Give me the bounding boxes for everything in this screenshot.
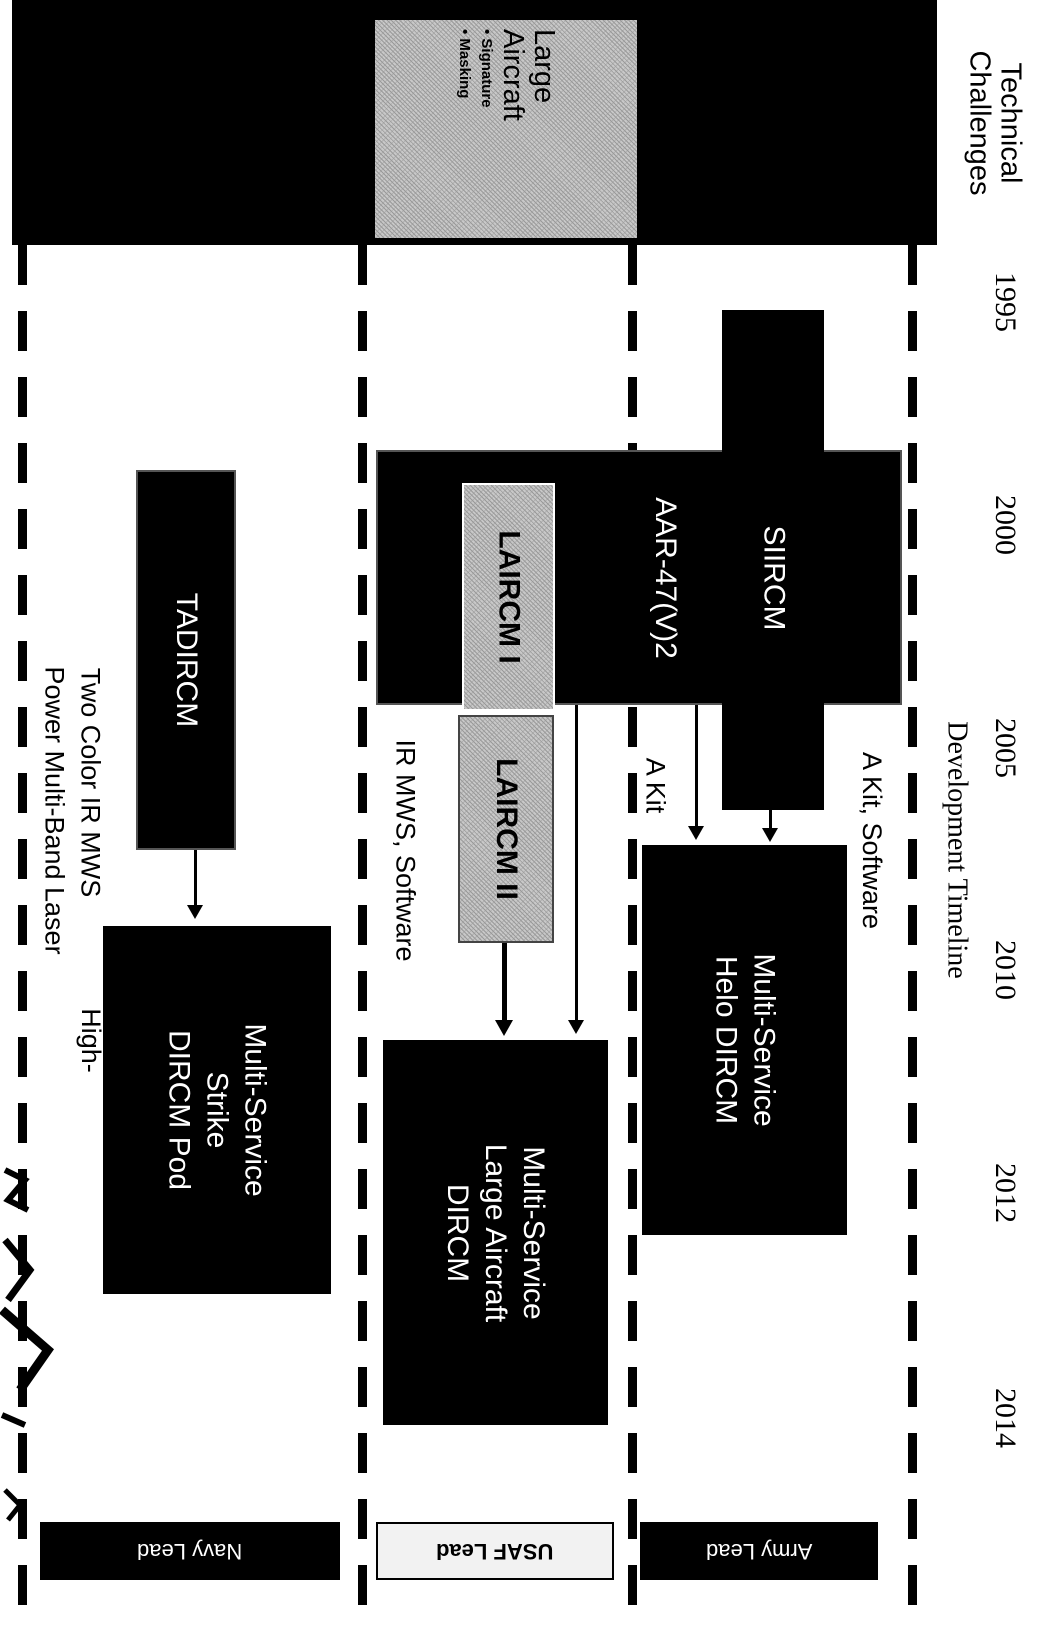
navy-lead-label: Navy Lead bbox=[137, 1539, 243, 1564]
arrow-laircm2-to-large bbox=[502, 943, 507, 1023]
large-aircraft-item-masking: • Masking bbox=[456, 29, 473, 99]
helicopters-challenge: Helicopters • Heat • Vibration • Size • … bbox=[690, 0, 930, 245]
strike-fighter-item-signature: • Signature bbox=[189, 10, 205, 79]
strike-fighter-item-gloads: • G-loads bbox=[145, 10, 161, 68]
arrowhead-siircm-to-helo bbox=[762, 828, 778, 842]
year-1995: 1995 bbox=[989, 272, 1022, 332]
army-lead-badge: Army Lead bbox=[640, 1522, 878, 1580]
strike-fighter-title: Strike Fighter bbox=[208, 10, 272, 109]
helicopters-item-heat: • Heat bbox=[832, 10, 849, 49]
army-lead-label: Army Lead bbox=[705, 1539, 813, 1564]
technical-challenges-heading: Technical Challenges bbox=[964, 49, 1028, 196]
laircm1-box bbox=[462, 483, 555, 711]
large-aircraft-text: Large Aircraft • Signature • Masking bbox=[375, 20, 637, 238]
navy-lead-badge: Navy Lead bbox=[40, 1522, 340, 1580]
large-aircraft-dircm-label: Multi-Service Large Aircraft DIRCM bbox=[441, 1143, 551, 1322]
laircm2-box bbox=[458, 715, 554, 943]
lane-divider-4 bbox=[18, 245, 27, 1625]
lane-divider-1 bbox=[908, 245, 917, 1625]
year-2012: 2012 bbox=[989, 1163, 1022, 1223]
siircm-box-overlap bbox=[722, 450, 824, 705]
strike-dircm-label: Multi-Service Strike DIRCM Pod bbox=[163, 1023, 272, 1197]
large-aircraft-dircm-box bbox=[383, 1040, 608, 1425]
usaf-lead-label: USAF Lead bbox=[436, 1539, 554, 1564]
strike-fighter-item-size: • Size bbox=[123, 10, 139, 47]
helicopters-item-size: • Size bbox=[786, 10, 803, 47]
laircm2-label: LAIRCM II bbox=[490, 758, 523, 900]
arrowhead-laircm2-to-large bbox=[495, 1020, 513, 1036]
aar47-label: AAR-47(V)2 bbox=[649, 496, 682, 659]
lane-divider-3 bbox=[358, 245, 367, 1625]
siircm-label: SIIRCM bbox=[757, 525, 790, 630]
strike-fighter-challenge: Strike Fighter • Signature • Vibration •… bbox=[40, 0, 330, 245]
development-timeline-heading: Development Timeline bbox=[942, 721, 973, 979]
tadircm-label: TADIRCM bbox=[170, 592, 203, 728]
strike-dircm-box bbox=[103, 926, 331, 1294]
helo-dircm-label: Multi-Service Helo DIRCM bbox=[709, 953, 781, 1127]
arrow-tadircm-to-strike bbox=[194, 850, 197, 908]
large-aircraft-challenge bbox=[375, 20, 637, 238]
usaf-lead-badge: USAF Lead bbox=[376, 1522, 614, 1580]
helicopters-item-weight: • Weight bbox=[763, 10, 780, 63]
strike-fighter-item-vibration: • Vibration bbox=[167, 10, 183, 74]
large-aircraft-title: Large Aircraft bbox=[497, 29, 560, 121]
lane-divider-2 bbox=[628, 245, 637, 1625]
helo-dircm-box bbox=[642, 845, 847, 1235]
helicopters-item-vibration: • Vibration bbox=[809, 10, 826, 74]
annotation-ir-mws-software: IR MWS, Software bbox=[390, 738, 421, 962]
arrowhead-tadircm-to-strike bbox=[187, 905, 203, 919]
year-2014: 2014 bbox=[989, 1388, 1022, 1448]
arrow-aar47-to-large bbox=[575, 705, 578, 1023]
laircm1-label: LAIRCM I bbox=[492, 530, 526, 664]
annotation-a-kit-software: A Kit, Software bbox=[857, 751, 888, 929]
strike-fighter-item-masking: • Masking bbox=[101, 10, 117, 71]
annotation-two-color: Two Color IR MWS bbox=[75, 667, 106, 897]
helicopters-title: Helicopters bbox=[851, 10, 884, 156]
large-aircraft-item-signature: • Signature bbox=[478, 29, 495, 108]
arrow-siircm-to-helo bbox=[769, 806, 772, 832]
annotation-high: High- bbox=[75, 1007, 106, 1073]
annotation-power-laser: Power Multi-Band Laser bbox=[39, 665, 70, 955]
logo-fragment-graphic bbox=[0, 1167, 55, 1522]
arrowhead-aar47-to-large bbox=[568, 1020, 584, 1034]
helicopters-item-cost: • Cost bbox=[740, 10, 757, 48]
year-2000: 2000 bbox=[989, 495, 1022, 555]
arrowhead-aar47-to-helo bbox=[688, 826, 704, 840]
tadircm-box bbox=[136, 470, 236, 850]
arrow-aar47-to-helo bbox=[695, 705, 698, 830]
annotation-a-kit: A Kit bbox=[640, 757, 671, 813]
